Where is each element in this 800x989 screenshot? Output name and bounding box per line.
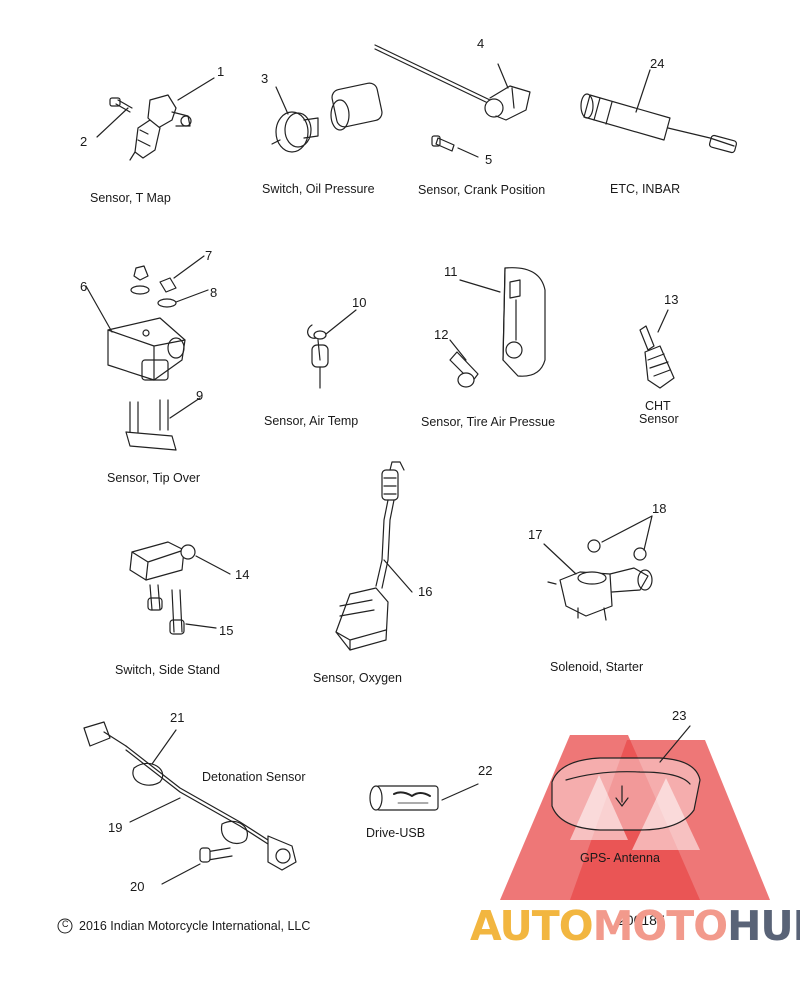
caption-side-stand: Switch, Side Stand bbox=[115, 663, 220, 677]
caption-crank-position: Sensor, Crank Position bbox=[418, 183, 546, 197]
part-detonation-sensor bbox=[83, 721, 297, 885]
callout-number: 7 bbox=[205, 248, 213, 263]
callout-number: 24 bbox=[650, 56, 665, 71]
part-oil-pressure-switch bbox=[271, 82, 383, 153]
callout-number: 23 bbox=[672, 708, 687, 723]
callout-number: 21 bbox=[170, 710, 185, 725]
part-drive-usb bbox=[369, 783, 479, 811]
callout-number: 4 bbox=[477, 36, 485, 51]
watermark-part-hub: HUB bbox=[727, 902, 800, 950]
part-oxygen-sensor bbox=[335, 461, 413, 651]
part-tire-pressure-sensor bbox=[449, 267, 546, 388]
caption-solenoid-starter: Solenoid, Starter bbox=[550, 660, 644, 674]
callout-number: 2 bbox=[80, 134, 88, 149]
part-side-stand-switch bbox=[129, 541, 231, 635]
caption-cht-line2: Sensor bbox=[639, 412, 679, 426]
caption-tip-over: Sensor, Tip Over bbox=[107, 471, 201, 485]
copyright-text: 2016 Indian Motorcycle International, LL… bbox=[79, 919, 311, 933]
callout-number: 17 bbox=[528, 527, 543, 542]
callout-number: 5 bbox=[485, 152, 493, 167]
caption-oxygen: Sensor, Oxygen bbox=[313, 671, 402, 685]
callout-number: 8 bbox=[210, 285, 218, 300]
caption-etc-inbar: ETC, INBAR bbox=[610, 182, 681, 196]
diagram-id: 200187 bbox=[618, 912, 665, 928]
part-air-temp-sensor bbox=[307, 309, 357, 389]
callout-number: 20 bbox=[130, 879, 145, 894]
part-crank-position-sensor bbox=[374, 44, 531, 158]
caption-tire-air-pressure: Sensor, Tire Air Pressue bbox=[421, 415, 556, 429]
watermark-part-auto: AUTO bbox=[470, 902, 594, 950]
callout-number: 14 bbox=[235, 567, 250, 582]
watermark-logo bbox=[500, 735, 770, 900]
callout-number: 12 bbox=[434, 327, 449, 342]
watermark-part-moto: MOTO bbox=[592, 902, 728, 950]
part-etc-inbar bbox=[580, 69, 738, 154]
callout-number: 13 bbox=[664, 292, 679, 307]
caption-drive-usb: Drive-USB bbox=[366, 826, 426, 840]
part-tip-over-sensor bbox=[85, 255, 209, 451]
callout-number: 1 bbox=[217, 64, 225, 79]
part-cht-sensor bbox=[639, 309, 675, 389]
callout-number: 10 bbox=[352, 295, 367, 310]
callout-number: 15 bbox=[219, 623, 234, 638]
callout-number: 6 bbox=[80, 279, 88, 294]
caption-oil-pressure: Switch, Oil Pressure bbox=[262, 182, 375, 196]
callout-number: 9 bbox=[196, 388, 204, 403]
callout-number: 19 bbox=[108, 820, 123, 835]
part-gps-antenna bbox=[551, 725, 701, 831]
caption-air-temp: Sensor, Air Temp bbox=[264, 414, 359, 428]
caption-t-map: Sensor, T Map bbox=[90, 191, 171, 205]
callout-number: 3 bbox=[261, 71, 269, 86]
callout-number: 11 bbox=[444, 264, 458, 279]
caption-detonation: Detonation Sensor bbox=[202, 770, 306, 784]
callout-number: 16 bbox=[418, 584, 433, 599]
caption-gps-antenna: GPS- Antenna bbox=[580, 851, 660, 865]
copyright-symbol: C bbox=[62, 919, 69, 929]
copyright-circle bbox=[57, 918, 73, 934]
part-t-map-sensor bbox=[96, 77, 215, 161]
callout-number: 18 bbox=[652, 501, 667, 516]
part-starter-solenoid bbox=[543, 515, 653, 621]
watermark-text: AUTOMOTOHUB bbox=[470, 902, 800, 950]
caption-cht-line1: CHT bbox=[645, 399, 671, 413]
callout-number: 22 bbox=[478, 763, 493, 778]
